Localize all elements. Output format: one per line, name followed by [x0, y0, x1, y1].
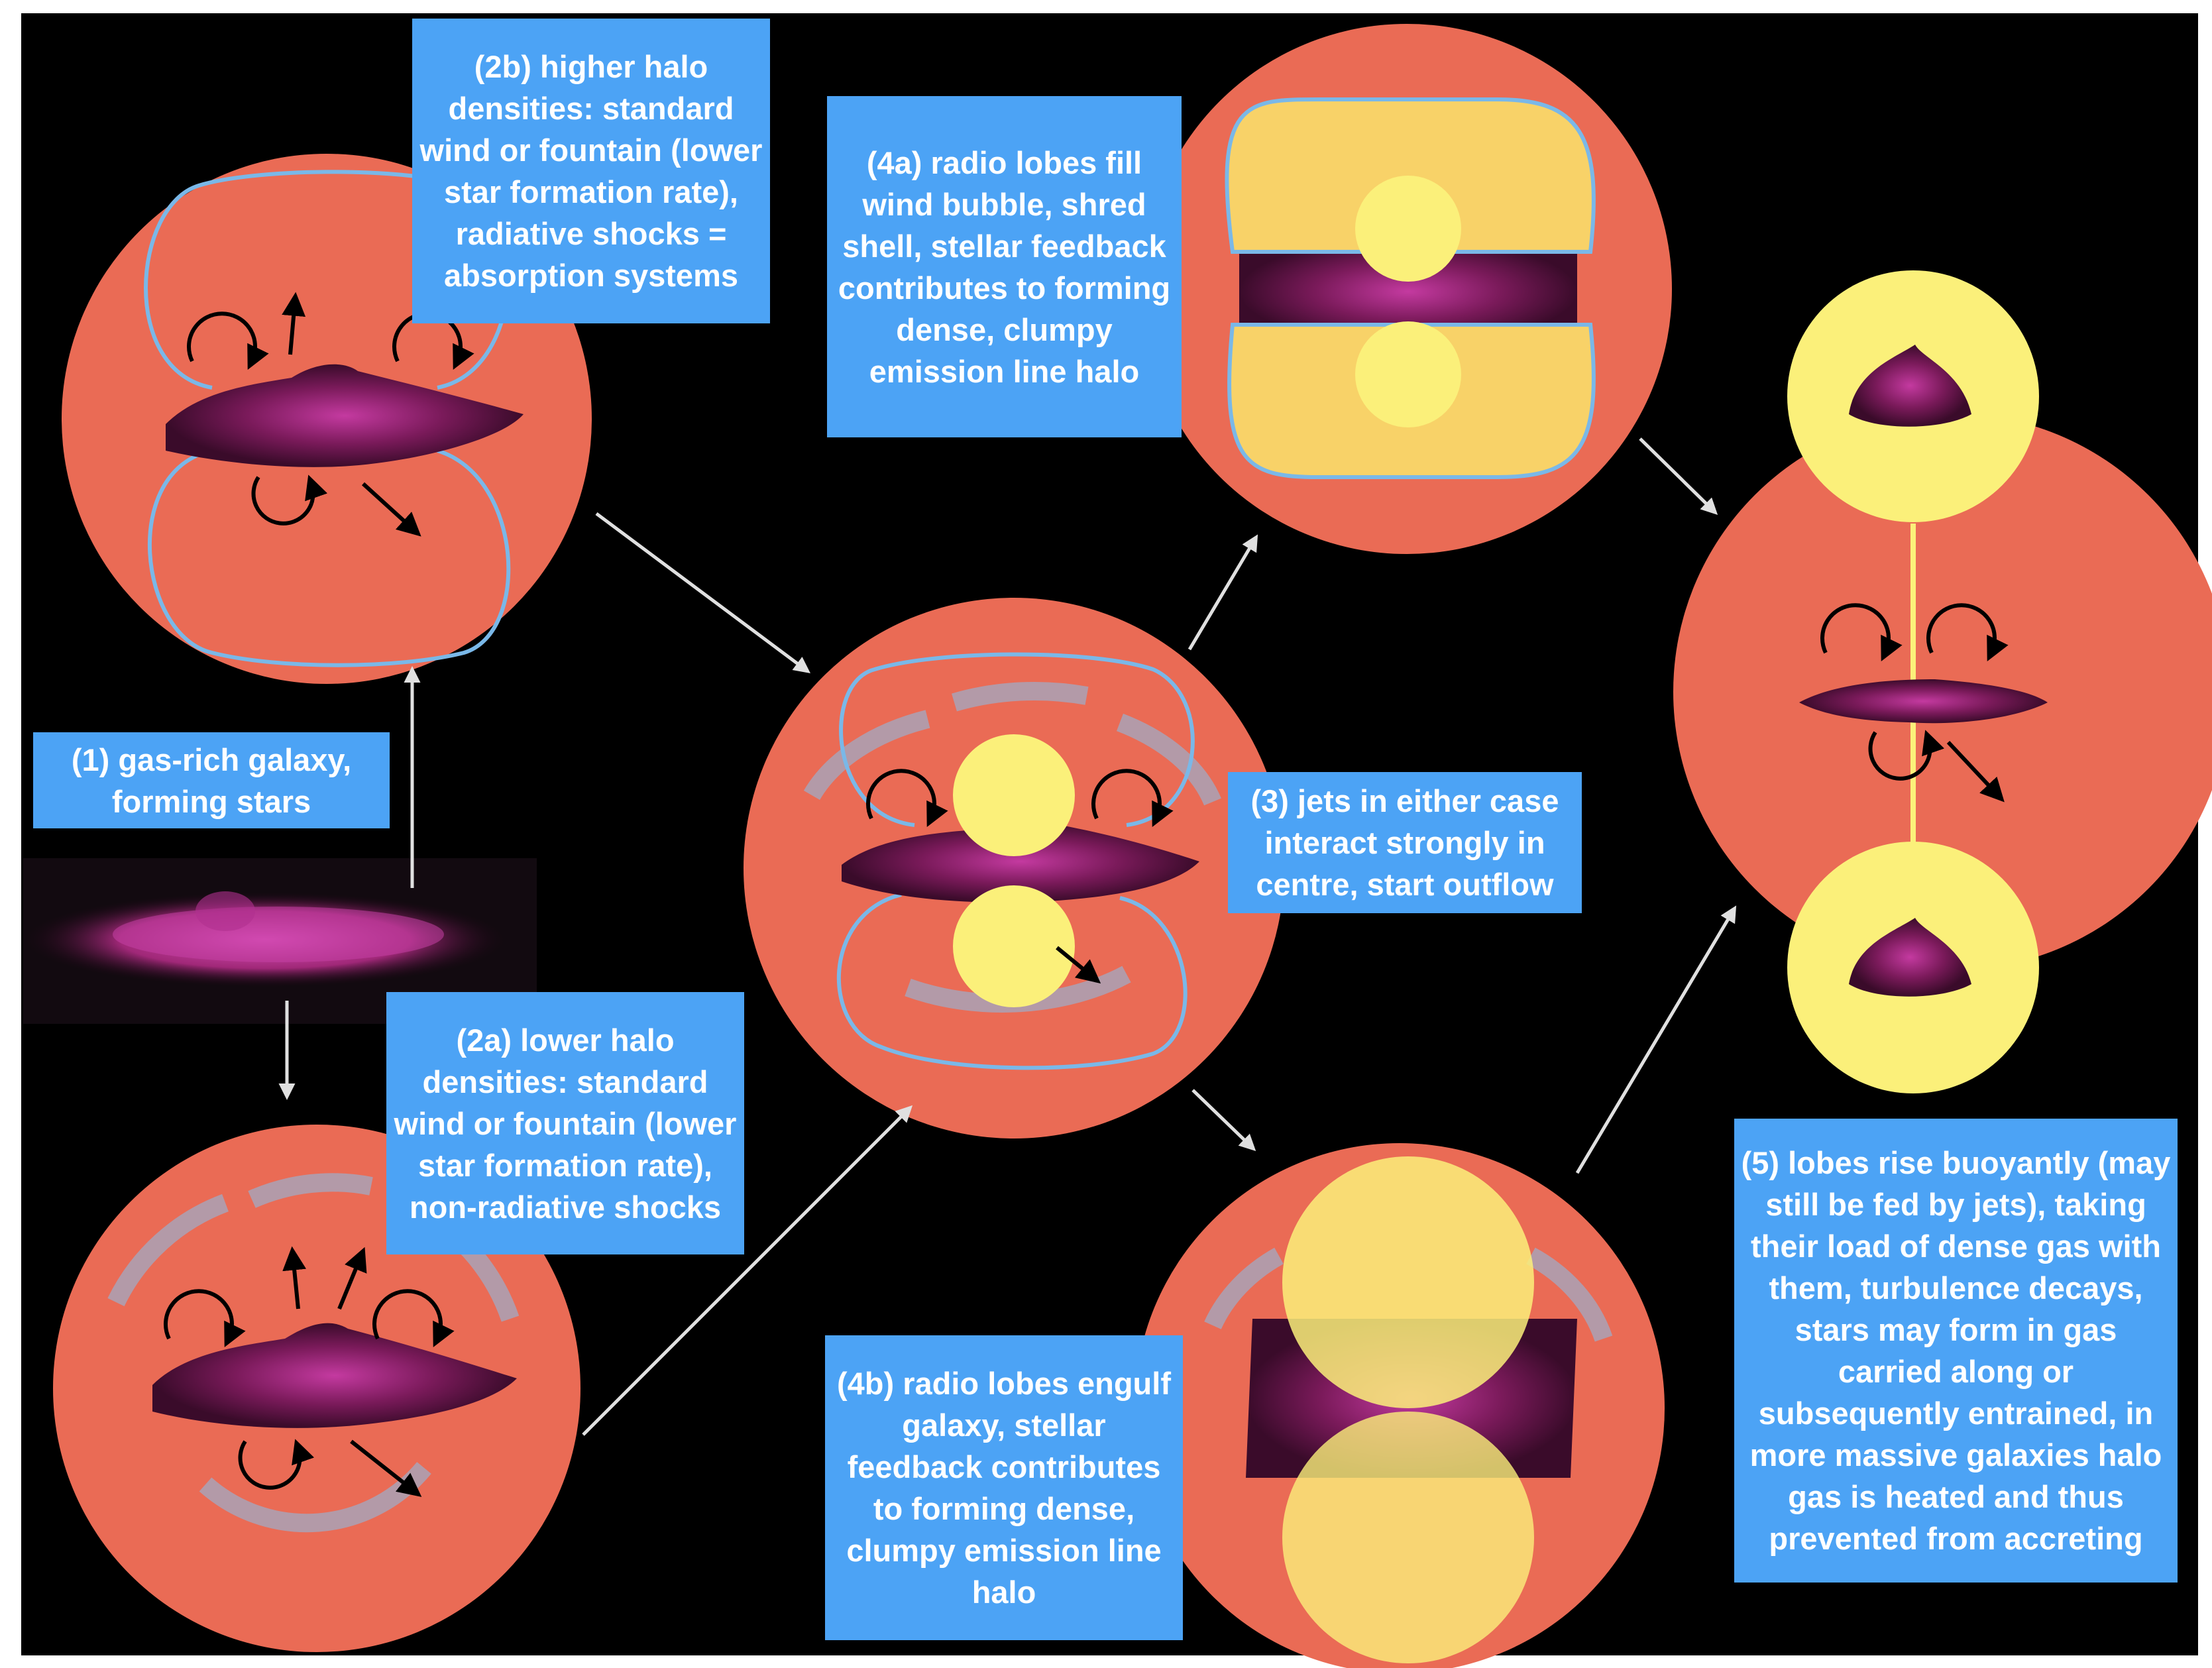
flow-arrow-icon: [1575, 905, 1737, 1174]
flow-arrow-icon: [582, 1105, 913, 1436]
flow-arrow-icon: [595, 512, 811, 673]
label-stage-5-text: (5) lobes rise buoyantly (may still be f…: [1741, 1145, 2171, 1556]
straight-arrow-icon: [350, 1439, 422, 1497]
label-stage-5: (5) lobes rise buoyantly (may still be f…: [1734, 1119, 2178, 1583]
circular-arrow-icon: [866, 769, 948, 827]
straight-arrow-icons: [282, 292, 2005, 1497]
label-stage-2a-text: (2a) lower halo densities: standard wind…: [394, 1022, 737, 1225]
circular-arrow-icon: [238, 1439, 315, 1490]
straight-arrow-icon: [1946, 740, 2005, 803]
stage-4a-halo: [1142, 24, 1672, 554]
flow-arrow-icon: [1639, 437, 1718, 516]
circular-arrow-icon: [372, 1289, 455, 1347]
flow-arrow-icons: [278, 437, 1737, 1436]
label-stage-4a: (4a) radio lobes fill wind bubble, shred…: [827, 96, 1182, 437]
label-stage-4a-text: (4a) radio lobes fill wind bubble, shred…: [838, 144, 1171, 389]
stage-5-halo: [1673, 270, 2212, 1093]
straight-arrow-icon: [337, 1247, 367, 1310]
circular-arrow-icon: [251, 474, 328, 526]
circular-arrow-icon: [164, 1289, 246, 1347]
stage-1-galaxy-image: [23, 858, 537, 1024]
label-stage-4b-text: (4b) radio lobes engulf galaxy, stellar …: [837, 1366, 1171, 1610]
stage-4b-halo: [1134, 1143, 1665, 1668]
flow-arrow-icon: [1191, 1089, 1256, 1151]
straight-arrow-icon: [361, 482, 421, 537]
circular-arrow-icons: [164, 311, 2009, 1490]
label-stage-3-text: (3) jets in either case interact strongl…: [1250, 783, 1559, 902]
circular-arrow-icon: [1091, 769, 1174, 827]
label-stage-2b: (2b) higher halo densities: standard win…: [412, 19, 770, 323]
label-stage-2b-text: (2b) higher halo densities: standard win…: [419, 49, 763, 293]
straight-arrow-icon: [1056, 946, 1101, 984]
circular-arrow-icon: [187, 311, 269, 370]
label-stage-1-text: (1) gas-rich galaxy, forming stars: [71, 742, 352, 819]
flow-arrow-icon: [1188, 534, 1258, 651]
label-stage-2a: (2a) lower halo densities: standard wind…: [386, 992, 744, 1254]
straight-arrow-icon: [282, 1246, 307, 1309]
label-stage-1: (1) gas-rich galaxy, forming stars: [33, 732, 390, 828]
circular-arrow-icon: [1926, 603, 2009, 661]
label-stage-3: (3) jets in either case interact strongl…: [1228, 772, 1582, 913]
label-stage-4b: (4b) radio lobes engulf galaxy, stellar …: [825, 1335, 1183, 1640]
straight-arrow-icon: [282, 292, 306, 355]
circular-arrow-icon: [1820, 603, 1903, 661]
stage-3-halo: [744, 598, 1284, 1139]
circular-arrow-icon: [1868, 730, 1945, 781]
